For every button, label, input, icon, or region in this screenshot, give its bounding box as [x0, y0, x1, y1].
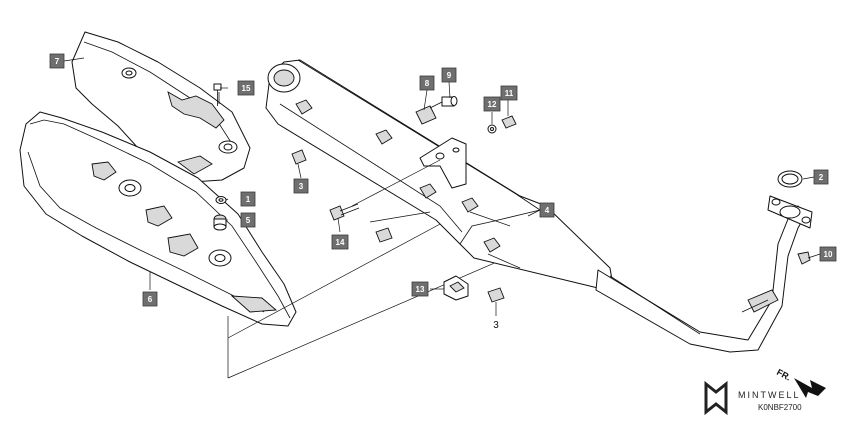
washer-12: [487, 124, 497, 134]
grommet-mid: [375, 227, 393, 243]
callout-9-top: 9: [441, 67, 457, 83]
callout-8: 8: [419, 75, 435, 91]
svg-text:2: 2: [819, 173, 824, 182]
svg-text:3: 3: [299, 182, 304, 191]
callout-5: 5: [240, 212, 256, 228]
callout-11: 11: [500, 85, 518, 101]
svg-text:4: 4: [545, 206, 550, 215]
bolt-15: [213, 83, 222, 106]
svg-text:1: 1: [246, 195, 251, 204]
svg-text:6: 6: [148, 295, 153, 304]
callout-15: 15: [237, 80, 255, 96]
svg-text:K0NBF2700: K0NBF2700: [758, 403, 802, 412]
callout-3-box: 3: [293, 178, 309, 194]
svg-text:FR.: FR.: [775, 367, 792, 383]
washer-1: [215, 196, 227, 204]
callout-7: 7: [49, 53, 65, 69]
lower-heat-shield: [19, 111, 297, 327]
grommet-left: [291, 149, 307, 165]
muffler: [265, 59, 613, 289]
svg-text:5: 5: [246, 216, 251, 225]
callout-6: 6: [142, 291, 158, 307]
collar-5: [213, 214, 227, 231]
upper-heat-shield: [71, 31, 251, 183]
svg-text:11: 11: [505, 89, 514, 98]
exhaust-pipe: [595, 195, 813, 353]
callout-12: 12: [483, 96, 501, 112]
callout-1: 1: [240, 191, 256, 207]
callout-2: 2: [813, 169, 829, 185]
svg-text:MINTWELL: MINTWELL: [738, 390, 801, 400]
callout-4: 4: [539, 202, 555, 218]
brand-watermark: MINTWELL K0NBF2700: [704, 380, 802, 416]
grommet-right: [487, 287, 505, 303]
bolt-14: [329, 203, 360, 221]
callout-10: 10: [819, 246, 837, 262]
brand-logo-icon: [704, 380, 728, 416]
callout-14: 14: [331, 234, 349, 250]
svg-text:13: 13: [416, 285, 425, 294]
svg-text:7: 7: [55, 57, 60, 66]
gasket-2: [777, 170, 803, 188]
svg-text:12: 12: [488, 100, 497, 109]
collar-9: [441, 96, 458, 107]
bolt-8: [415, 101, 443, 125]
svg-text:10: 10: [824, 250, 833, 259]
svg-text:15: 15: [242, 84, 251, 93]
nut-11: [501, 115, 517, 129]
callout-13: 13: [411, 281, 429, 297]
svg-text:8: 8: [425, 79, 430, 88]
clamp-13: [443, 275, 469, 301]
svg-text:9: 9: [447, 71, 452, 80]
svg-text:14: 14: [336, 238, 345, 247]
nut-10: [797, 251, 811, 265]
callout-3-plain: 3: [493, 320, 499, 331]
